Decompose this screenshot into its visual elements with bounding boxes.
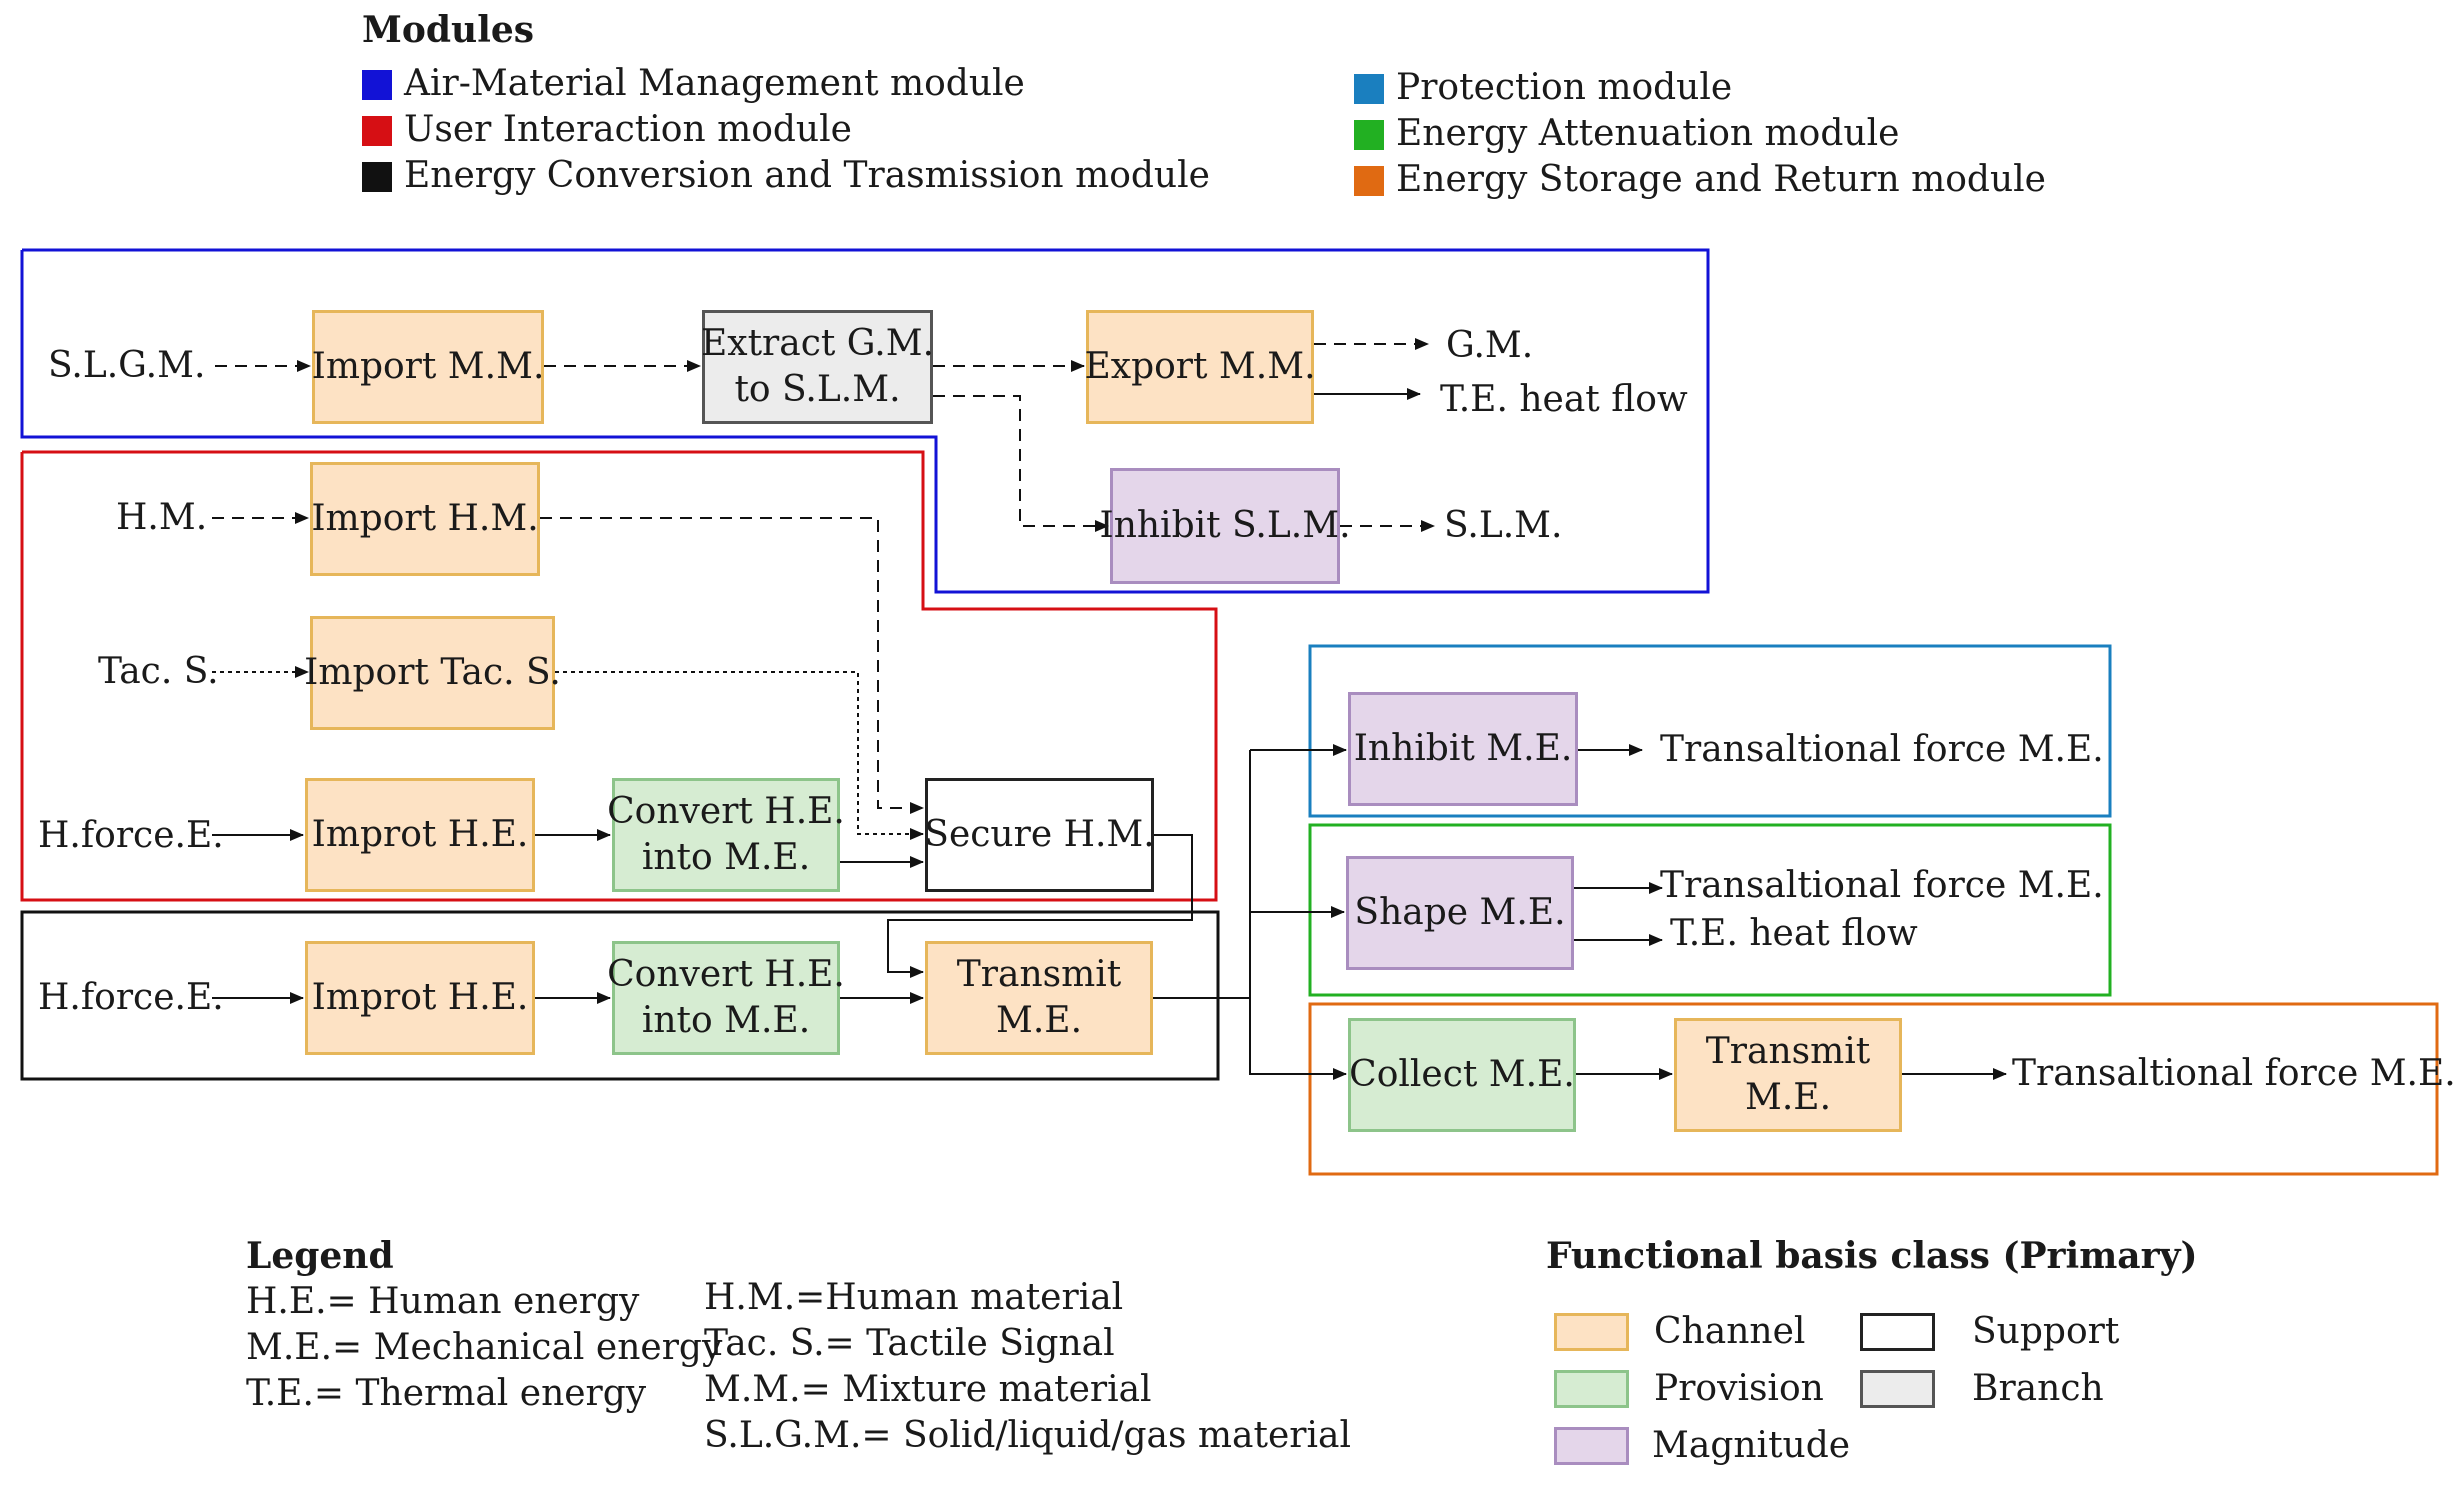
arrow-to-collect-me bbox=[1249, 998, 1347, 1080]
flow-in-hforce-2: H.force.E. bbox=[38, 977, 224, 1018]
basis-label-branch: Branch bbox=[1972, 1368, 2104, 1409]
basis-label-provision: Provision bbox=[1654, 1368, 1824, 1409]
basis-title: Functional basis class (Primary) bbox=[1546, 1235, 2198, 1277]
basis-swatch-channel bbox=[1554, 1313, 1629, 1351]
basis-label-support: Support bbox=[1972, 1311, 2120, 1352]
module-swatch-storage bbox=[1354, 166, 1384, 196]
arrow-import-tac-secure bbox=[555, 671, 924, 840]
node-extract-gm: Extract G.M.to S.L.M. bbox=[701, 310, 934, 424]
module-label-protection: Protection module bbox=[1396, 67, 1733, 108]
node-improt-he-2: Improt H.E. bbox=[305, 941, 535, 1055]
arrow-secure-transmit bbox=[887, 834, 1193, 978]
basis-label-channel: Channel bbox=[1654, 1311, 1806, 1352]
node-export-mm: Export M.M. bbox=[1084, 310, 1316, 424]
module-swatch-attenuation bbox=[1354, 120, 1384, 150]
module-label-energy-conv: Energy Conversion and Trasmission module bbox=[404, 155, 1210, 196]
legend-slgm: S.L.G.M.= Solid/liquid/gas material bbox=[704, 1415, 1351, 1456]
node-improt-he-1: Improt H.E. bbox=[305, 778, 535, 892]
flow-out-force-1: Transaltional force M.E. bbox=[1660, 729, 2104, 770]
flow-out-force-3: Transaltional force M.E. bbox=[2012, 1053, 2453, 1094]
node-import-hm: Import H.M. bbox=[310, 462, 540, 576]
flow-out-force-2: Transaltional force M.E. bbox=[1660, 865, 2104, 906]
node-inhibit-me: Inhibit M.E. bbox=[1348, 692, 1578, 806]
node-convert-he-1: Convert H.E.into M.E. bbox=[607, 778, 845, 892]
energy-conversion-module-boundary bbox=[20, 910, 1220, 1081]
arrow-extract-inhibit-slm bbox=[933, 395, 1109, 532]
module-swatch-user bbox=[362, 116, 392, 146]
flow-out-gm: G.M. bbox=[1446, 325, 1534, 366]
basis-swatch-provision bbox=[1554, 1370, 1629, 1408]
node-inhibit-slm: Inhibit S.L.M. bbox=[1099, 468, 1351, 584]
energy-attenuation-module-boundary bbox=[1308, 823, 2112, 997]
node-secure-hm: Secure H.M. bbox=[924, 778, 1155, 892]
module-label-storage: Energy Storage and Return module bbox=[1396, 159, 2046, 200]
basis-swatch-magnitude bbox=[1554, 1427, 1629, 1465]
arrow-import-hm-secure bbox=[540, 517, 924, 814]
air-material-module-boundary bbox=[20, 248, 1710, 594]
flow-in-tac: Tac. S. bbox=[98, 651, 219, 692]
basis-label-magnitude: Magnitude bbox=[1652, 1425, 1851, 1466]
energy-storage-module-boundary bbox=[1308, 1002, 2439, 1176]
legend-title: Legend bbox=[246, 1235, 394, 1277]
flow-out-te-1: T.E. heat flow bbox=[1440, 379, 1688, 420]
legend-mm: M.M.= Mixture material bbox=[704, 1369, 1152, 1410]
basis-swatch-support bbox=[1860, 1313, 1935, 1351]
module-swatch-protection bbox=[1354, 74, 1384, 104]
basis-swatch-branch bbox=[1860, 1370, 1935, 1408]
node-convert-he-2: Convert H.E.into M.E. bbox=[607, 941, 845, 1055]
legend-tac: Tac. S.= Tactile Signal bbox=[704, 1323, 1115, 1364]
arrow-transmit-distribution bbox=[1153, 750, 1251, 999]
legend-me: M.E.= Mechanical energy bbox=[246, 1327, 723, 1368]
modules-title: Modules bbox=[362, 9, 535, 51]
module-label-attenuation: Energy Attenuation module bbox=[1396, 113, 1900, 154]
node-import-mm: Import M.M. bbox=[312, 310, 544, 424]
flow-out-slm: S.L.M. bbox=[1444, 505, 1563, 546]
flow-in-hm: H.M. bbox=[116, 497, 208, 538]
node-collect-me: Collect M.E. bbox=[1348, 1018, 1576, 1132]
legend-he: H.E.= Human energy bbox=[246, 1281, 640, 1322]
user-interaction-module-boundary bbox=[20, 450, 1218, 902]
module-swatch-air bbox=[362, 70, 392, 100]
module-label-air: Air-Material Management module bbox=[404, 63, 1025, 104]
module-swatch-energy-conv bbox=[362, 162, 392, 192]
protection-module-boundary bbox=[1308, 644, 2112, 818]
flow-out-te-2: T.E. heat flow bbox=[1670, 913, 1918, 954]
node-shape-me: Shape M.E. bbox=[1346, 856, 1574, 970]
flow-in-slgm: S.L.G.M. bbox=[48, 345, 206, 386]
legend-te: T.E.= Thermal energy bbox=[246, 1373, 647, 1414]
node-import-tac: Import Tac. S. bbox=[304, 616, 561, 730]
flow-in-hforce-1: H.force.E. bbox=[38, 815, 224, 856]
module-label-user: User Interaction module bbox=[404, 109, 852, 150]
legend-hm: H.M.=Human material bbox=[704, 1277, 1124, 1318]
